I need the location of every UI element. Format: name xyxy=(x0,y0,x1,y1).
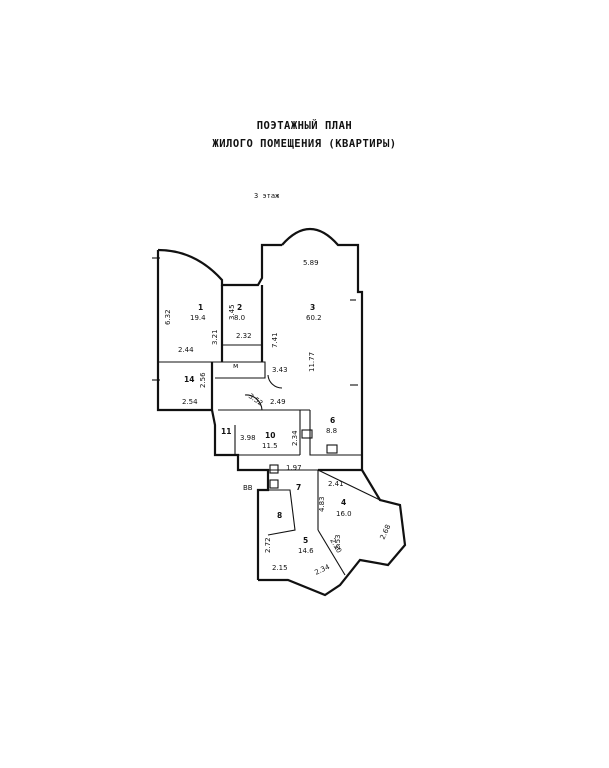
dim-244: 2.44 xyxy=(178,346,194,354)
wall-7-top xyxy=(268,469,319,530)
wall-room1 xyxy=(157,243,282,287)
plan-title-line2: ЖИЛОГО ПОМЕЩЕНИЯ (КВАРТИРЫ) xyxy=(212,138,397,150)
dim-398: 3.98 xyxy=(240,434,256,442)
dim-589: 5.89 xyxy=(303,259,319,267)
wall-8 xyxy=(267,489,296,536)
dim-343: 3.43 xyxy=(272,366,288,374)
room-1-area: 19.4 xyxy=(190,314,206,322)
fixture-2 xyxy=(269,479,279,489)
interior-walls xyxy=(158,285,381,576)
room-2-number: 2 xyxy=(237,303,242,312)
room-6-area: 8.8 xyxy=(326,427,337,435)
room-3-number: 3 xyxy=(310,303,315,312)
dim-268: 2.68 xyxy=(379,523,393,541)
dim-197: 1.97 xyxy=(286,464,302,472)
room-6-number: 6 xyxy=(330,416,335,425)
dim-741: 7.41 xyxy=(271,332,279,348)
floor-label: 3 этаж xyxy=(254,192,280,200)
outer-walls xyxy=(152,228,407,597)
dim-272: 2.72 xyxy=(264,537,272,553)
room-5-number: 5 xyxy=(303,536,308,545)
fixture-1 xyxy=(269,464,279,474)
room-7-number: 7 xyxy=(296,483,301,492)
door-arc-2 xyxy=(267,374,283,389)
door-arc-1 xyxy=(244,394,263,411)
wall-4-5 xyxy=(317,529,346,576)
dim-632: 6.32 xyxy=(164,309,172,325)
dim-241: 2.41 xyxy=(328,480,344,488)
wall-left-side xyxy=(156,250,212,412)
wall-corridor xyxy=(215,361,266,379)
dim-256: 2.56 xyxy=(199,372,207,388)
room-3-area: 60.2 xyxy=(306,314,322,322)
dim-215: 2.15 xyxy=(272,564,288,572)
wall-6 xyxy=(309,410,362,456)
dim-253: 2.53 xyxy=(334,534,342,550)
shaft-symbol xyxy=(301,429,313,439)
room-11-number: 11 xyxy=(221,427,231,436)
room-8-number: 8 xyxy=(277,511,282,520)
duct-symbol xyxy=(326,444,338,454)
dim-254: 2.54 xyxy=(182,398,198,406)
room-2-area: 8.0 xyxy=(234,314,245,322)
room-4-number: 4 xyxy=(341,498,346,507)
dim-bb: ВВ xyxy=(243,484,253,492)
wall-4 xyxy=(317,469,381,501)
room-10-number: 10 xyxy=(265,431,275,440)
dim-345: 3.45 xyxy=(228,304,236,320)
room-14-number: 14 xyxy=(184,375,194,384)
dim-234b: 2.34 xyxy=(313,563,331,577)
room-5-area: 14.6 xyxy=(298,547,314,555)
dim-234: 2.34 xyxy=(291,430,299,446)
room-1-number: 1 xyxy=(198,303,203,312)
wall-lower-left xyxy=(210,409,270,580)
plan-title-line1: ПОЭТАЖНЫЙ ПЛАН xyxy=(256,120,353,132)
wall-right-lower xyxy=(258,469,407,597)
room-labels: 1 19.4 2 8.0 3 60.2 4 16.0 5 14.6 6 8.8 … xyxy=(184,303,352,555)
dim-small: м xyxy=(233,362,238,370)
dim-1177: 11.77 xyxy=(308,352,316,372)
room-10-area: 11.5 xyxy=(262,442,278,450)
wall-right-side xyxy=(318,280,364,472)
wall-bay-arc xyxy=(281,228,360,280)
dim-232: 2.32 xyxy=(236,332,252,340)
dim-483: 4.83 xyxy=(318,496,326,512)
room-4-area: 16.0 xyxy=(336,510,352,518)
dim-321: 3.21 xyxy=(211,329,219,345)
dim-249: 2.49 xyxy=(270,398,286,406)
